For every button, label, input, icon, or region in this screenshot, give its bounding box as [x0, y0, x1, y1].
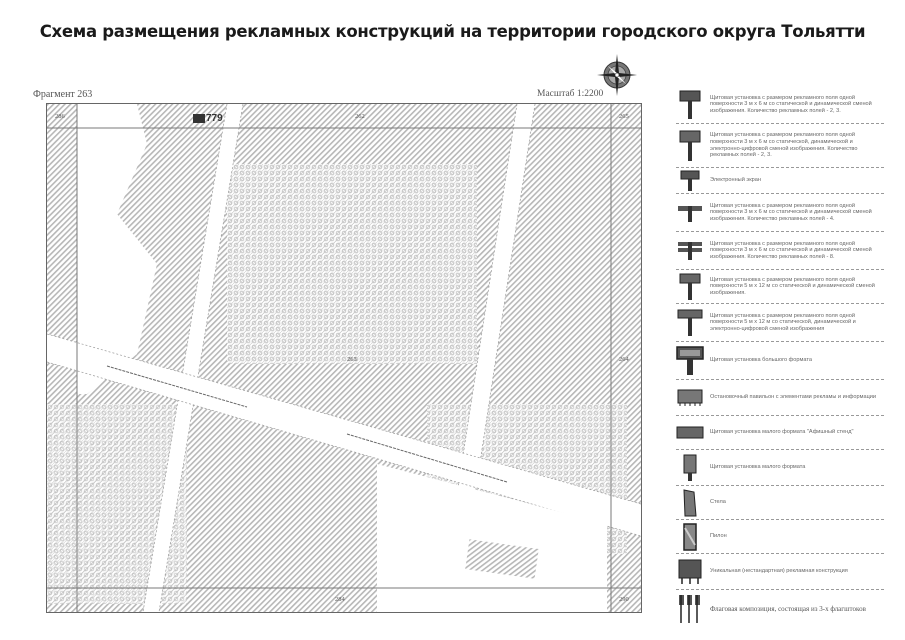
cell-label-bottom-right: 290	[619, 596, 629, 603]
legend-item: Щитовая установка с размером рекламного …	[676, 194, 884, 232]
map-base	[47, 104, 641, 612]
legend-item: Стела	[676, 486, 884, 520]
small-format-billboard-icon	[676, 454, 704, 482]
legend-item: Щитовая установка с размером рекламного …	[676, 124, 884, 168]
page-title: Схема размещения рекламных конструкций н…	[39, 22, 866, 41]
legend-item: Щитовая установка с размером рекламного …	[676, 304, 884, 342]
compass-rose-icon	[597, 54, 637, 96]
bus-stop-pavilion-icon	[676, 389, 704, 407]
billboard-3x6-static-icon	[676, 90, 704, 120]
billboard-marker-icon	[193, 113, 205, 123]
legend-item: Остановочный павильон с элементами рекла…	[676, 380, 884, 416]
legend-item: Щитовая установка с размером рекламного …	[676, 232, 884, 270]
billboard-3x6-8fields-icon	[676, 240, 704, 262]
billboard-5x12-digital-icon	[676, 309, 704, 337]
map-fragment[interactable]: 286 262 265 263 264 284 290 779	[46, 103, 642, 613]
legend-item: Флаговая композиция, состоящая из 3-х фл…	[676, 590, 884, 628]
cell-label-top-left: 286	[55, 113, 65, 120]
advertising-construction-marker[interactable]: 779	[193, 113, 223, 124]
legend-item: Щитовая установка малого формата "Афишны…	[676, 416, 884, 450]
legend-item: Щитовая установка малого формата	[676, 450, 884, 486]
flag-composition-icon	[676, 594, 704, 624]
cell-label-top-right: 265	[619, 113, 629, 120]
pylon-icon	[676, 522, 704, 551]
large-format-billboard-icon	[676, 345, 704, 376]
fragment-label: Фрагмент 263	[33, 89, 93, 100]
scale-label: Масштаб 1:2200	[537, 89, 604, 99]
legend-item: Электронный экран	[676, 168, 884, 194]
unique-construction-icon	[676, 559, 704, 585]
legend-item: Щитовая установка большого формата	[676, 342, 884, 380]
marker-number: 779	[206, 113, 223, 124]
billboard-3x6-digital-icon	[676, 130, 704, 162]
legend: Щитовая установка с размером рекламного …	[676, 86, 884, 628]
electronic-screen-icon	[676, 170, 704, 192]
billboard-3x6-4fields-icon	[676, 202, 704, 224]
cell-label-bottom-center: 284	[335, 596, 345, 603]
legend-item: Уникальная (нестандартная) рекламная кон…	[676, 554, 884, 590]
legend-item: Щитовая установка с размером рекламного …	[676, 270, 884, 304]
billboard-5x12-static-icon	[676, 273, 704, 301]
cell-label-top-center: 262	[355, 113, 365, 120]
legend-item: Пилон	[676, 520, 884, 554]
small-format-poster-stand-icon	[676, 426, 704, 440]
cell-label-right: 264	[619, 356, 629, 363]
stela-icon	[676, 488, 704, 517]
legend-item: Щитовая установка с размером рекламного …	[676, 86, 884, 124]
cell-label-center: 263	[347, 356, 357, 363]
